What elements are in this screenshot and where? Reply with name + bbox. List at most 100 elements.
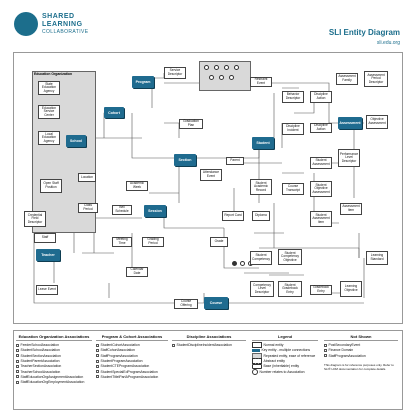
entity-student-assessment[interactable]: Student Assessment <box>310 157 332 169</box>
entity-session[interactable]: Session <box>144 205 166 217</box>
entity-discipline-incident[interactable]: Discipline Incident <box>282 123 304 135</box>
entity-parent[interactable]: Parent <box>226 157 244 165</box>
legend-item: StudentSchoolAssociation <box>16 348 92 353</box>
entity-ed-service-center[interactable]: Education Service Center <box>38 105 60 119</box>
entity-service-descriptor[interactable]: Service Descriptor <box>164 67 186 79</box>
legend-item: FeederSchoolAssociation <box>16 343 92 348</box>
entity-gradebook-entry[interactable]: Gradebook Entry <box>310 285 332 295</box>
checkbox-icon <box>324 348 327 352</box>
entity-learning-standard[interactable]: Learning Standard <box>366 251 388 265</box>
entity-restraint-event[interactable]: Restraint Event <box>250 77 272 87</box>
entity-graduation-plan[interactable]: Graduation Plan <box>179 119 203 129</box>
legend-item: TeacherSectionAssociation <box>16 364 92 369</box>
site-url[interactable]: sli.edu.org <box>376 40 400 46</box>
legend-item: StudentTitleIPartAProgramAssociation <box>96 374 168 379</box>
assoc-marker-6 <box>219 75 224 80</box>
assoc-marker-5 <box>209 75 214 80</box>
legend-not-shown-title: Not Shown <box>324 334 398 341</box>
legend-item: StaffProgramAssociation <box>324 353 398 358</box>
entity-state-ed-agency[interactable]: State Education Agency <box>38 81 60 95</box>
legend-discipline-title: Discipline Associations <box>172 334 246 341</box>
entity-behavior-descriptor[interactable]: Behavior Descriptor <box>282 91 304 103</box>
entity-program[interactable]: Program <box>132 76 154 88</box>
entity-report-card[interactable]: Report Card <box>222 211 244 221</box>
assoc-marker-7 <box>229 75 234 80</box>
checkbox-icon <box>96 343 99 347</box>
entity-diploma[interactable]: Diploma <box>252 211 270 221</box>
entity-leave-event[interactable]: Leave Event <box>36 285 58 295</box>
assoc-marker-1 <box>204 65 209 70</box>
entity-student-assessment-item[interactable]: Student Assessment Item <box>310 211 332 227</box>
assoc-marker-3 <box>224 65 229 70</box>
normal-entity-swatch <box>252 342 262 348</box>
entity-student[interactable]: Student <box>252 137 274 149</box>
entity-meeting-time[interactable]: Meeting Time <box>112 237 132 247</box>
legend-item: Normal entity <box>252 342 318 348</box>
entity-section[interactable]: Section <box>174 154 196 166</box>
checkbox-icon <box>16 370 19 374</box>
legend-item: PostSecondaryEvent <box>324 343 398 348</box>
logo-line3: COLLABORATIVE <box>42 29 89 35</box>
entity-student-competency-obj[interactable]: Student Competency Objective <box>278 249 302 265</box>
entity-assessment-family[interactable]: Assessment Family <box>336 73 358 85</box>
legend-key-title: Legend <box>252 334 318 341</box>
entity-grade[interactable]: Grade <box>210 237 228 247</box>
logo: SHARED LEARNING COLLABORATIVE <box>14 12 89 36</box>
entity-discipline-action[interactable]: Discipline Action <box>310 91 332 103</box>
entity-course-transcript[interactable]: Course Transcript <box>282 183 304 195</box>
entity-course-offering[interactable]: Course Offering <box>174 299 198 309</box>
entity-cohort[interactable]: Cohort <box>104 107 124 118</box>
entity-assessment-item[interactable]: Assessment Item <box>340 203 362 215</box>
entity-student-obj-assessment[interactable]: Student Objective Assessment <box>310 181 332 197</box>
legend-item: StudentDisciplineIncidentAssociation <box>172 343 246 348</box>
checkbox-icon <box>16 343 19 347</box>
entity-academic-week[interactable]: Academic Week <box>126 181 148 191</box>
entity-student-competency[interactable]: Student Competency <box>250 251 272 265</box>
entity-student-academic-record[interactable]: Student Academic Record <box>250 179 272 195</box>
checkbox-icon <box>96 375 99 379</box>
entity-local-ed-agency[interactable]: Local Education Agency <box>38 131 60 145</box>
checkbox-icon <box>96 370 99 374</box>
checkbox-icon <box>16 359 19 363</box>
checkbox-icon <box>16 375 19 379</box>
entity-assessment-period[interactable]: Assessment Period Descriptor <box>364 71 388 87</box>
entity-objective-assessment[interactable]: Objective Assessment <box>366 115 388 129</box>
checkbox-icon <box>16 380 19 384</box>
entity-course[interactable]: Course <box>204 297 228 309</box>
entity-school[interactable]: School <box>66 135 86 147</box>
entity-perf-level[interactable]: Performance Level Descriptor <box>338 149 360 167</box>
entity-competency-level[interactable]: Competency Level Descriptor <box>250 281 274 297</box>
entity-attendance-event[interactable]: Attendance Event <box>200 169 222 181</box>
legend-panel <box>13 330 403 410</box>
page-title: SLI Entity Diagram <box>328 28 400 37</box>
entity-learning-objective[interactable]: Learning Objective <box>340 281 362 297</box>
logo-line2: LEARNING <box>42 21 83 28</box>
entity-teacher[interactable]: Teacher <box>36 249 60 261</box>
entity-grading-period[interactable]: Grading Period <box>142 237 164 247</box>
legend-item: StudentSpecialEdProgramAssociation <box>96 369 168 374</box>
entity-location[interactable]: Location <box>78 173 96 182</box>
entity-assessment[interactable]: Assessment <box>338 117 362 129</box>
entity-student-gradebook[interactable]: Student Gradebook Entry <box>278 281 302 297</box>
entity-credential-field[interactable]: Credential Field Descriptor <box>24 211 46 227</box>
abstract-entity-swatch <box>252 358 262 364</box>
entity-open-staff-position[interactable]: Open Staff Position <box>40 179 62 193</box>
entity-staff[interactable]: Staff <box>34 233 56 243</box>
entity-class-period[interactable]: Class Period <box>78 203 98 213</box>
checkbox-icon <box>16 354 19 358</box>
legend-item: Key entity - multiple connections <box>252 348 318 353</box>
checkbox-icon <box>96 364 99 368</box>
legend-discipline: Discipline Associations StudentDisciplin… <box>172 334 246 348</box>
entity-discipline-action-2[interactable]: Discipline Action <box>310 123 332 133</box>
legend-item: StudentCohortAssociation <box>96 343 168 348</box>
entity-calendar-date[interactable]: Calendar Date <box>126 267 148 277</box>
entity-bell-schedule[interactable]: Bell Schedule <box>112 205 132 215</box>
checkbox-icon <box>96 354 99 358</box>
checkbox-icon <box>324 343 327 347</box>
legend-item: StaffEducationOrgAssignmentAssociation <box>16 374 92 379</box>
checkbox-icon <box>172 343 175 347</box>
assoc-marker-2 <box>214 65 219 70</box>
assoc-marker-8 <box>232 261 237 266</box>
legend-item: StaffProgramAssociation <box>96 353 168 358</box>
checkbox-icon <box>16 348 19 352</box>
